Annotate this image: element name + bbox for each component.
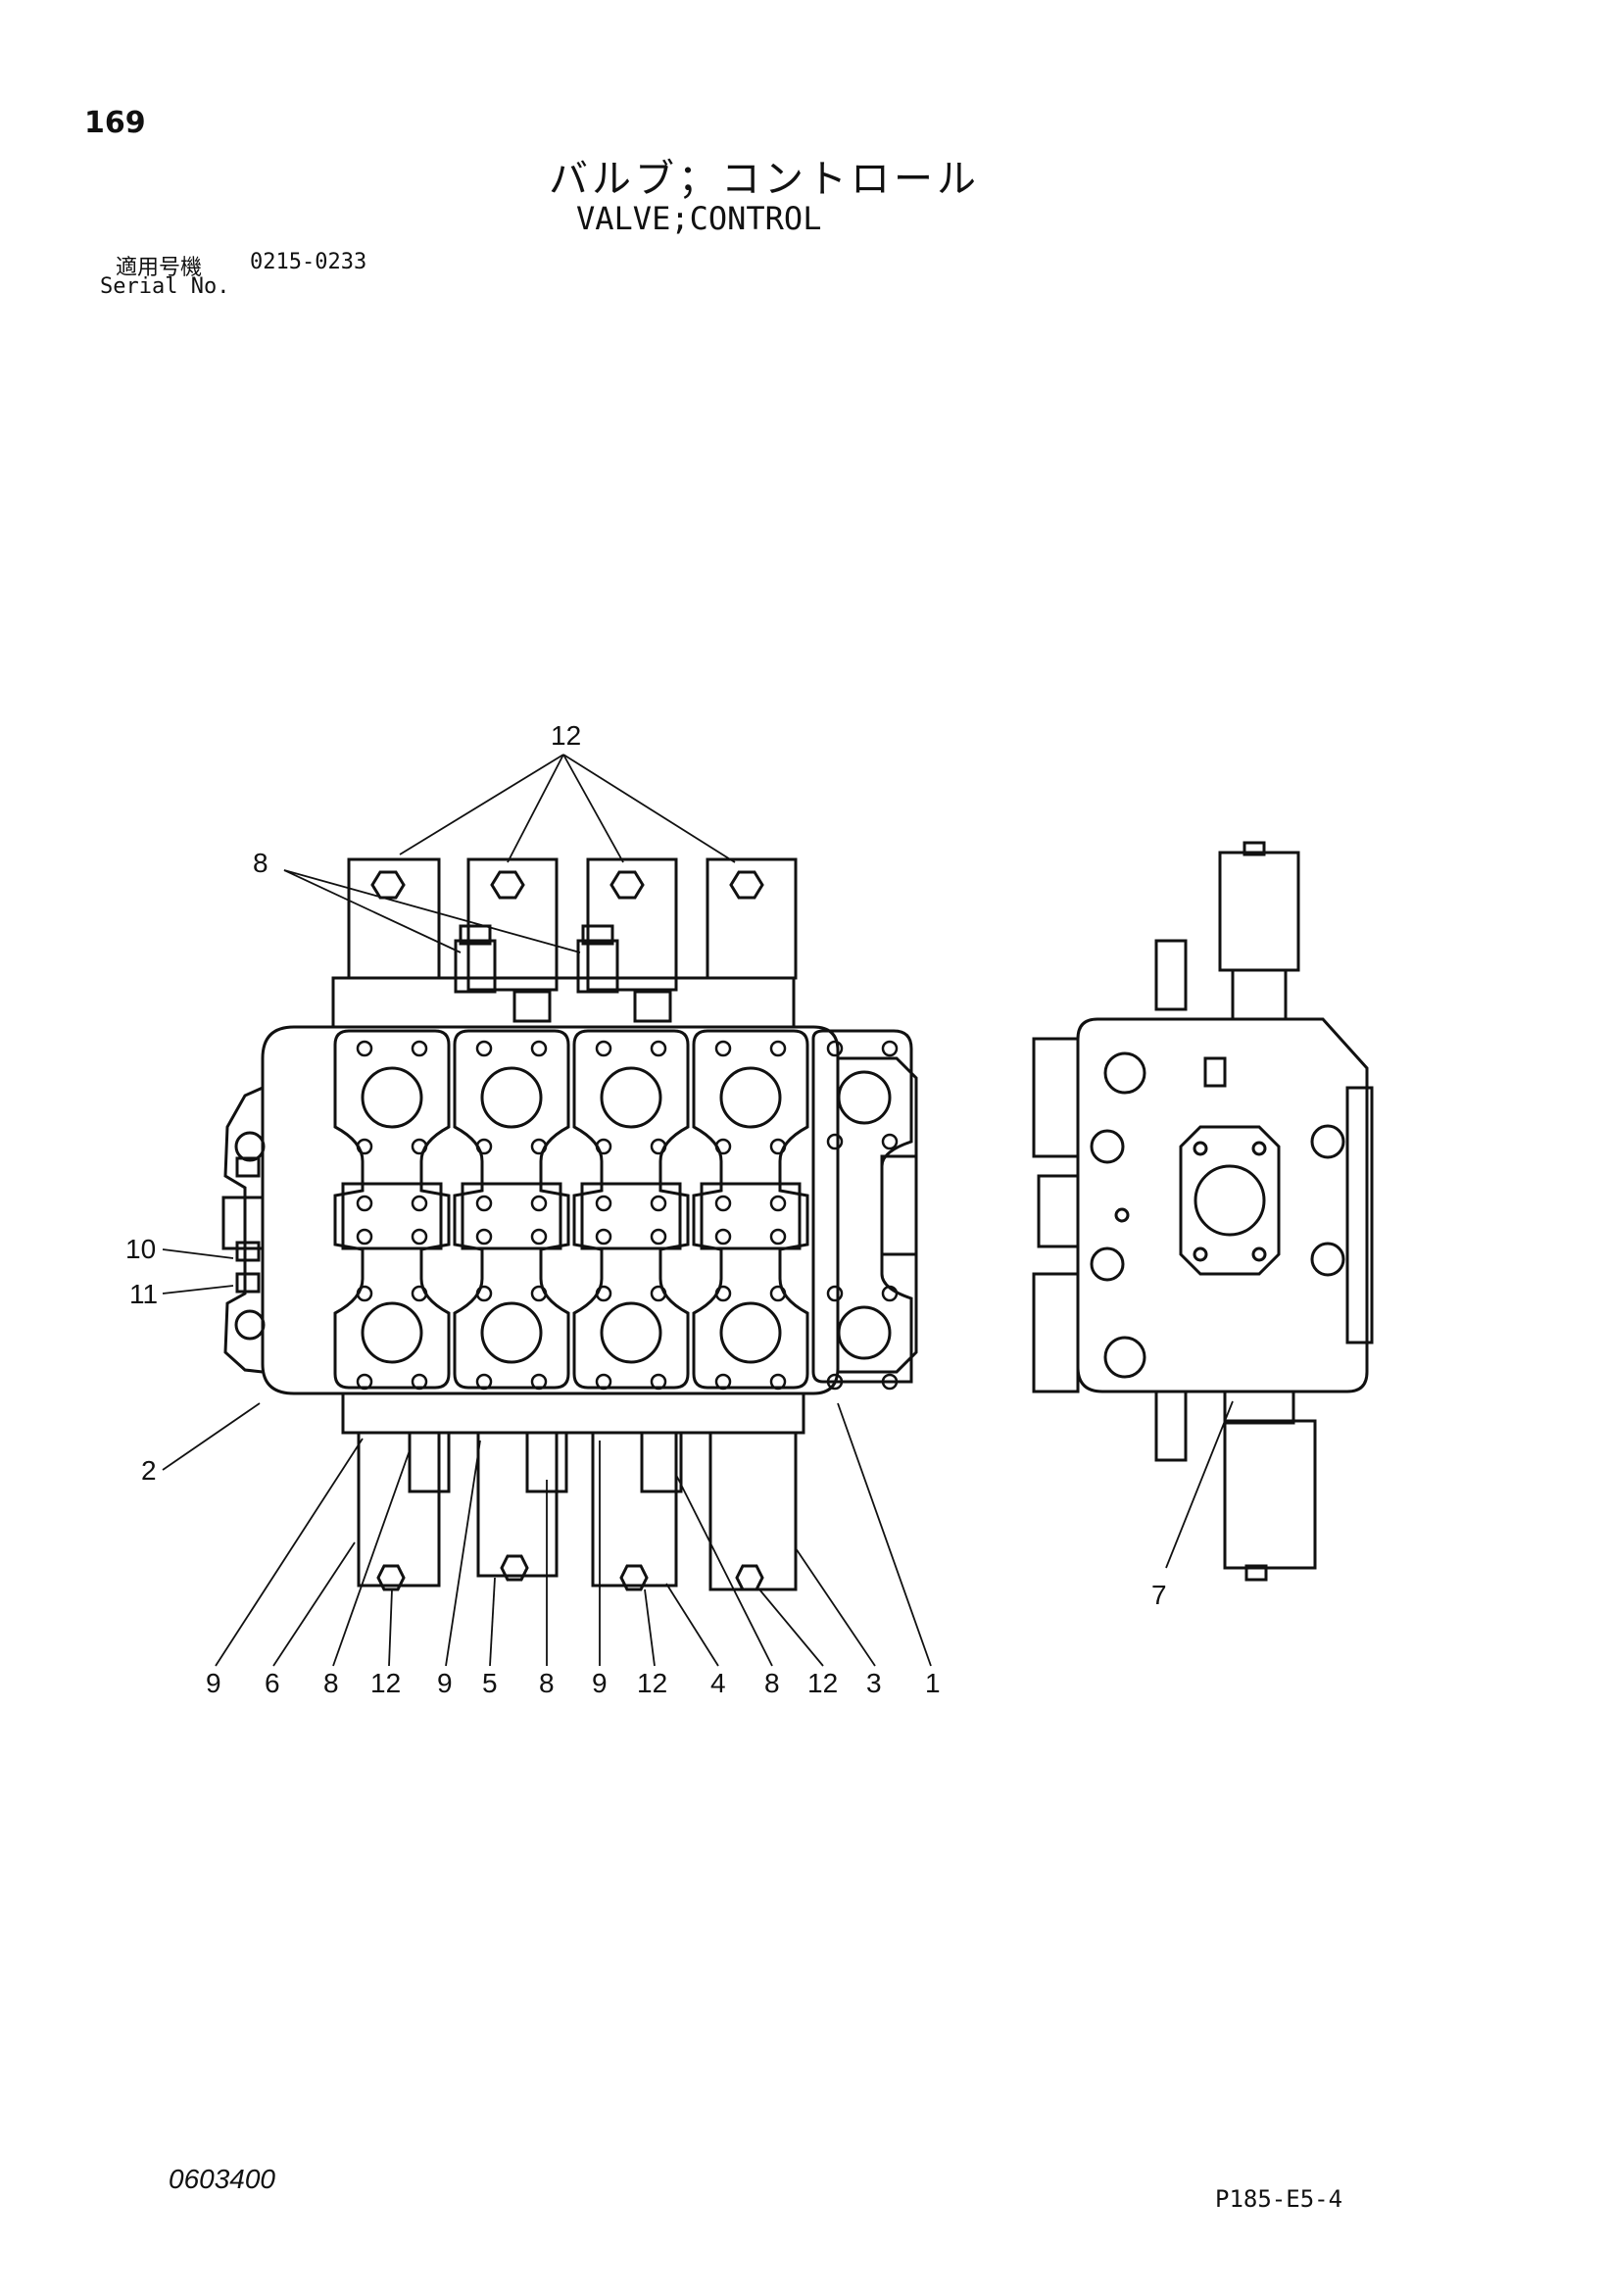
- callout-bottom-8: 9: [592, 1668, 608, 1698]
- port-block-left: [221, 1196, 265, 1250]
- callout-8-top: 8: [253, 848, 268, 878]
- side-bolt-hole: [1251, 1246, 1267, 1262]
- callout-10: 10: [125, 1234, 156, 1264]
- side-flange: [1179, 1125, 1281, 1276]
- callout-bottom-13: 3: [866, 1668, 882, 1698]
- leader-lines: [162, 754, 1234, 1667]
- callout-bottom-10: 4: [710, 1668, 726, 1698]
- side-plug: [1090, 1246, 1125, 1282]
- side-plug: [1310, 1124, 1345, 1159]
- side-relief-upper: [1154, 939, 1188, 1011]
- callout-2: 2: [141, 1455, 157, 1486]
- side-lower-cap: [1244, 1564, 1268, 1582]
- side-upper-neck: [1231, 968, 1288, 1021]
- large-ports: [361, 1066, 892, 1364]
- callout-bottom-11: 8: [764, 1668, 780, 1698]
- upper-spool-housings: [331, 857, 798, 1029]
- lower-spool-housings: [341, 1392, 805, 1591]
- callout-labels: 12 8 10 11 2 7 9 6 8 12 9 5 8 9 12 4 8 1…: [125, 720, 1167, 1698]
- callout-bottom-1: 9: [206, 1668, 221, 1698]
- side-port-upper: [1103, 1051, 1146, 1095]
- side-upper-cap: [1243, 841, 1266, 856]
- callout-bottom-7: 8: [539, 1668, 555, 1698]
- callout-bottom-5: 9: [437, 1668, 453, 1698]
- center-cover-plates: [341, 1182, 802, 1250]
- side-bolt-mid: [1037, 1174, 1080, 1248]
- side-plug: [1310, 1242, 1345, 1277]
- callout-bottom-6: 5: [482, 1668, 498, 1698]
- side-plug: [1090, 1129, 1125, 1164]
- callout-11: 11: [129, 1279, 158, 1309]
- side-bolt-hole: [1193, 1141, 1208, 1156]
- callout-bottom-12: 12: [807, 1668, 838, 1698]
- side-port-lower: [1103, 1336, 1146, 1379]
- bolt-head-10: [235, 1241, 261, 1262]
- valve-body-outline: [261, 1025, 840, 1395]
- serial-range: 0215-0233: [250, 250, 367, 274]
- side-bolt-hole: [1193, 1246, 1208, 1262]
- side-lower-neck: [1223, 1390, 1295, 1425]
- serial-label-english: Serial No.: [100, 274, 230, 299]
- page-number: 169: [84, 106, 146, 140]
- title-japanese: バルブ；コントロール: [549, 157, 980, 202]
- side-nameplate: [1203, 1056, 1227, 1088]
- end-cover-left: [223, 1086, 264, 1374]
- document-code: 0603400: [169, 2164, 276, 2194]
- bolt-head-left-upper: [235, 1156, 261, 1178]
- side-small-hole: [1114, 1207, 1130, 1223]
- serial-label-japanese: 適用号機: [116, 256, 203, 280]
- callout-bottom-3: 8: [323, 1668, 339, 1698]
- side-bolt-hole: [1251, 1141, 1267, 1156]
- side-right-tab: [1345, 1086, 1374, 1344]
- side-lower-housing: [1223, 1419, 1317, 1570]
- side-relief-lower: [1154, 1390, 1188, 1462]
- side-body-outline: [1076, 1017, 1369, 1393]
- callout-7: 7: [1151, 1580, 1167, 1610]
- callout-bottom-9: 12: [637, 1668, 667, 1698]
- flange-bolt-holes: [356, 1040, 899, 1391]
- page-reference: P185-E5-4: [1215, 2185, 1343, 2213]
- bolt-head-11: [235, 1272, 261, 1294]
- side-bolt-lower: [1032, 1272, 1080, 1393]
- mount-hole-lower-left: [234, 1309, 266, 1341]
- front-view: [221, 857, 918, 1591]
- title-english: VALVE;CONTROL: [576, 200, 822, 237]
- side-view: [1032, 841, 1374, 1582]
- callout-bottom-2: 6: [265, 1668, 280, 1698]
- side-bolt-upper: [1032, 1037, 1080, 1158]
- right-side-block: [880, 1154, 918, 1256]
- end-cover-right: [838, 1056, 918, 1374]
- callout-12-top: 12: [551, 720, 581, 751]
- callout-bottom-14: 1: [925, 1668, 941, 1698]
- callout-bottom-4: 12: [370, 1668, 401, 1698]
- side-flange-port: [1194, 1164, 1266, 1237]
- mount-hole-upper-left: [234, 1131, 266, 1162]
- side-upper-housing: [1218, 851, 1300, 972]
